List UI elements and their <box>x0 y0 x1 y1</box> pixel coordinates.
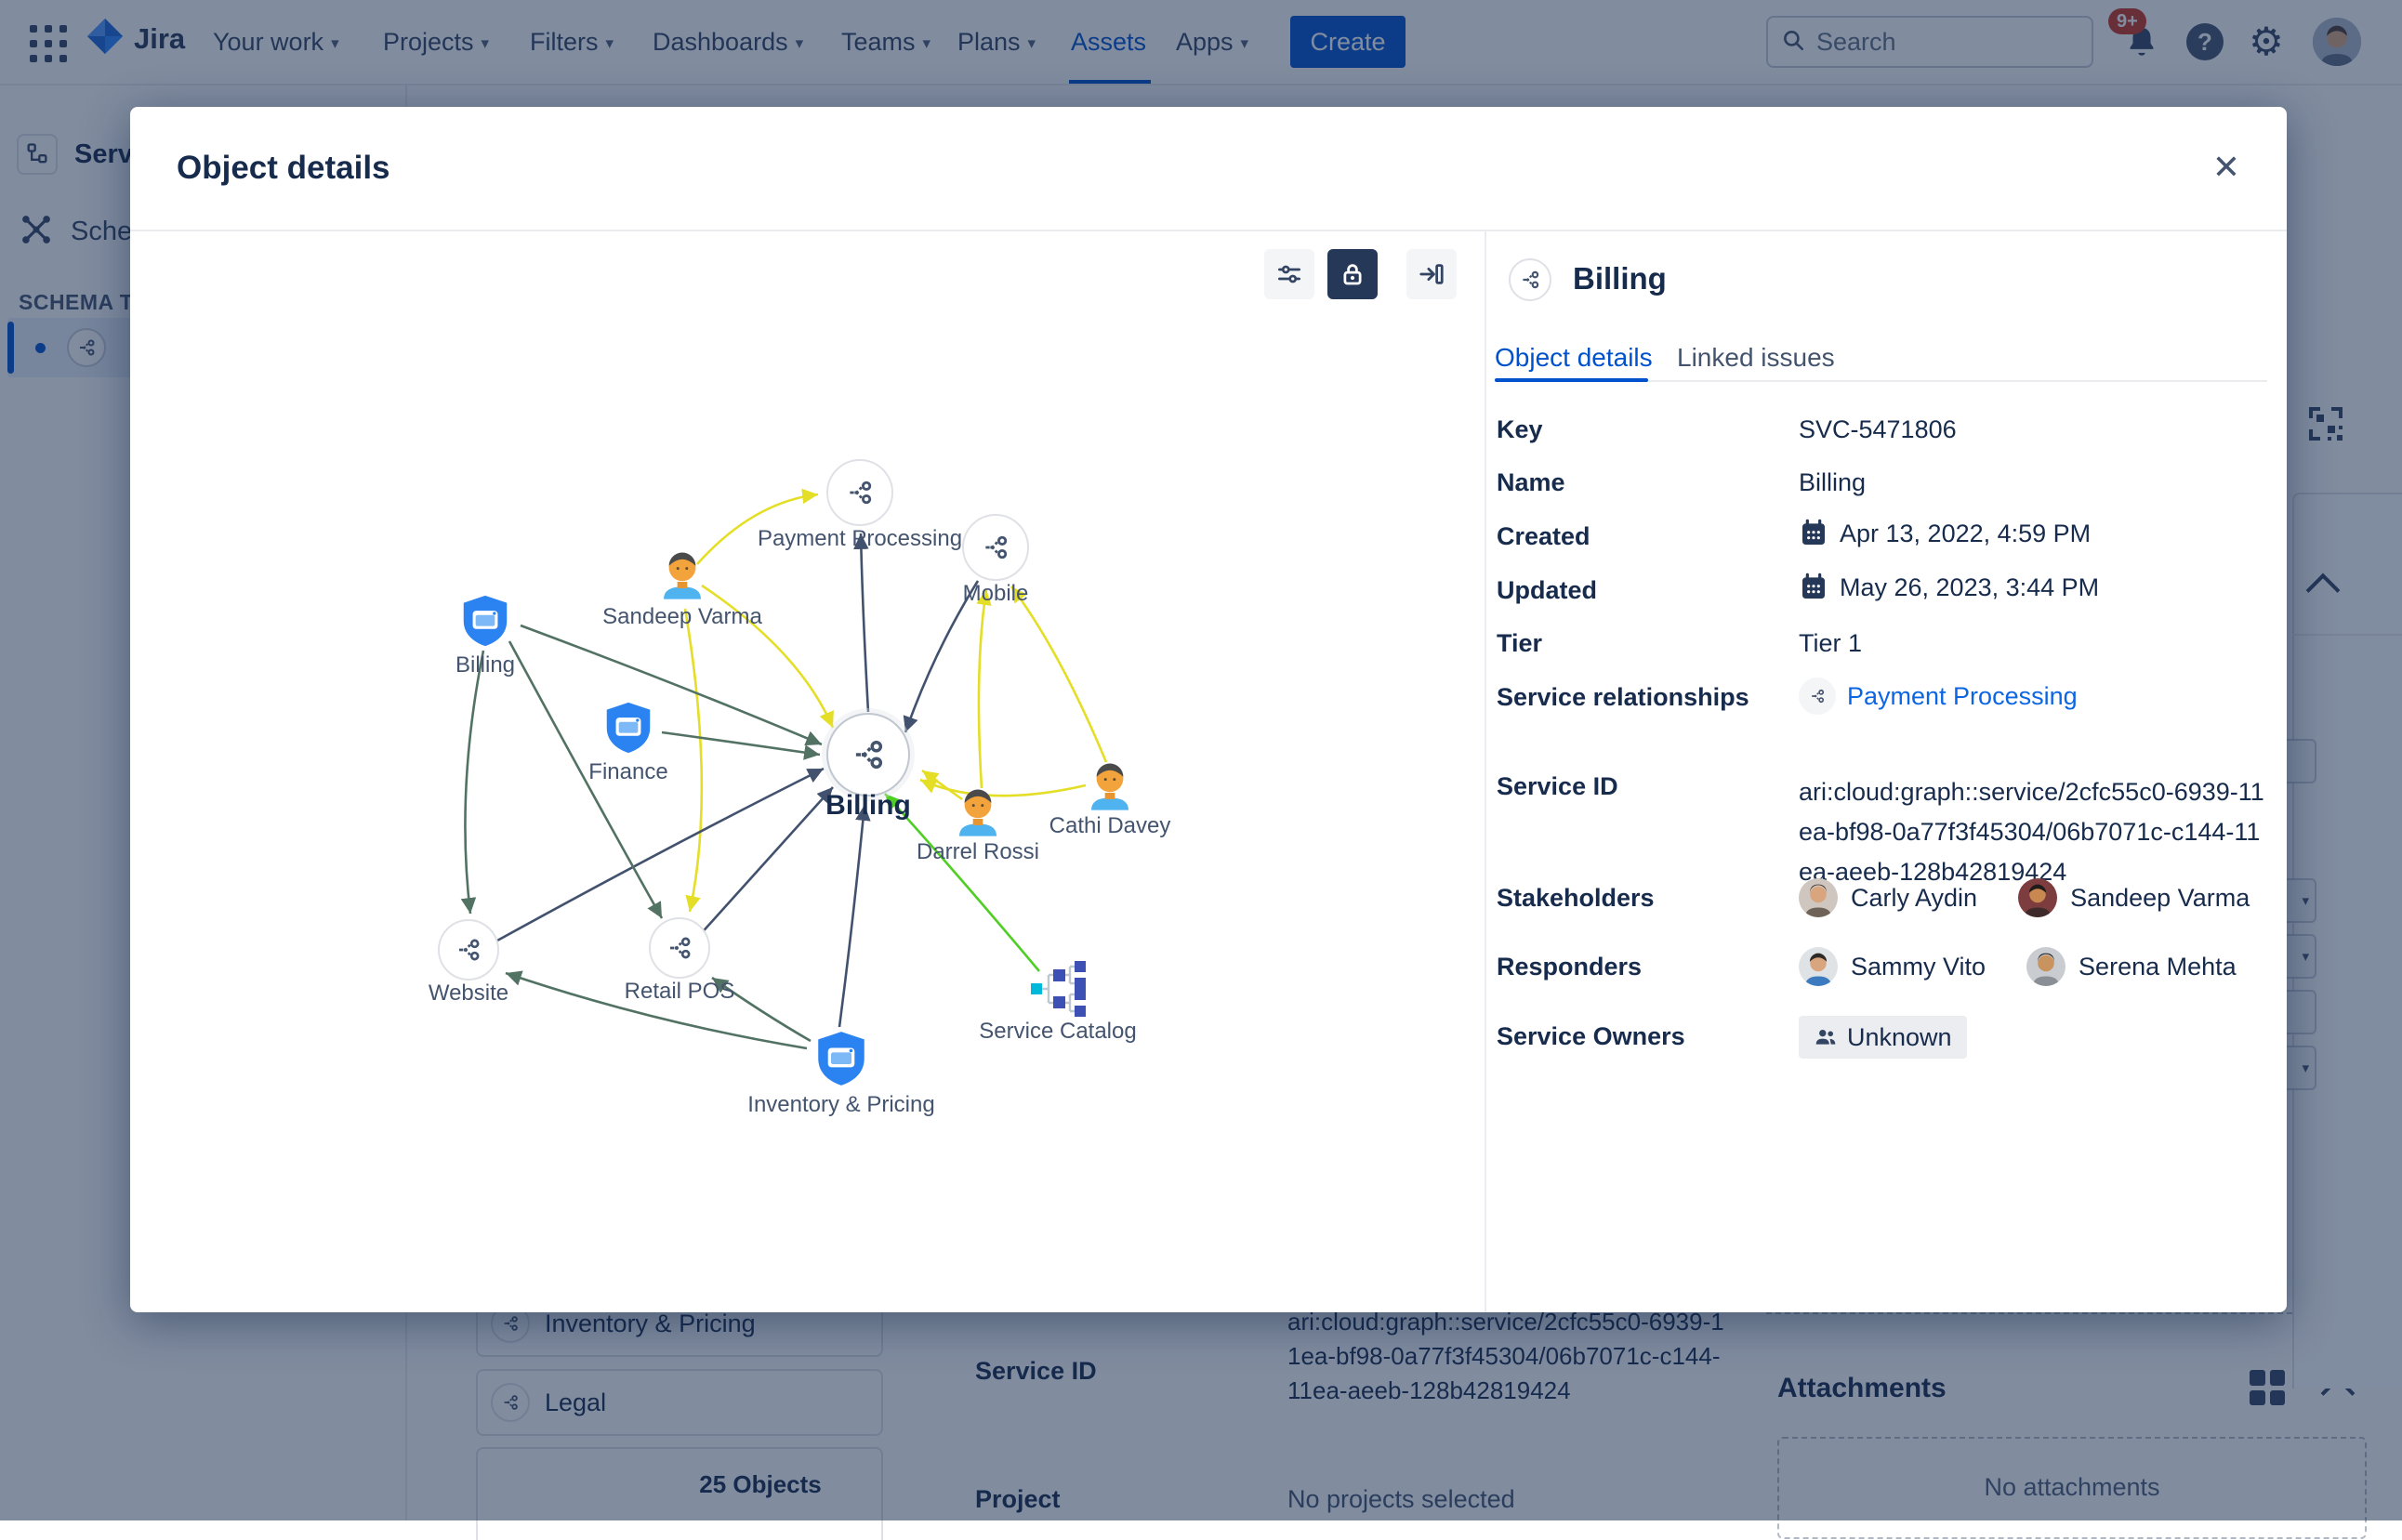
field-value-stakeholders: Carly Aydin Sandeep Varma <box>1799 878 2250 917</box>
sliders-icon <box>1278 265 1300 283</box>
calendar-icon <box>1802 573 1825 599</box>
graph-node-label: Mobile <box>962 581 1029 606</box>
tabs-divider <box>1495 380 2267 382</box>
graph-node-label: Billing <box>825 790 911 821</box>
field-value-name: Billing <box>1799 468 1867 496</box>
field-value-updated: May 26, 2023, 3:44 PM <box>1799 573 2099 602</box>
field-value-tier: Tier 1 <box>1799 629 1863 657</box>
field-label-tier: Tier <box>1497 629 1543 657</box>
field-label-service-id: Service ID <box>1497 772 1618 800</box>
graph-node-label: Finance <box>588 759 668 784</box>
avatar <box>2026 947 2066 986</box>
graph-node-label: Website <box>428 981 509 1006</box>
catalog-tree-icon <box>1028 959 1088 1019</box>
person-icon <box>948 782 1008 841</box>
field-value-responders: Sammy Vito Serena Mehta <box>1799 947 2237 986</box>
tab-object-details[interactable]: Object details <box>1495 343 1653 372</box>
payment-processing-link[interactable]: Payment Processing <box>1847 681 2078 710</box>
graph-node-label: Sandeep Varma <box>602 604 762 629</box>
field-label-name: Name <box>1497 468 1565 496</box>
calendar-icon <box>1802 519 1825 545</box>
people-icon <box>1815 1029 1836 1045</box>
shield-icon <box>600 699 657 757</box>
field-label-responders: Responders <box>1497 953 1643 981</box>
service-node-icon <box>649 917 710 979</box>
person-icon <box>653 545 712 604</box>
close-icon[interactable]: ✕ <box>2211 148 2241 186</box>
active-tab-underline <box>1495 378 1648 382</box>
field-label-service-owners: Service Owners <box>1497 1022 1685 1050</box>
graph-filter-button[interactable] <box>1264 249 1314 299</box>
relationship-edges <box>460 488 1108 1050</box>
graph-collapse-panel-button[interactable] <box>1406 249 1457 299</box>
graph-lock-button[interactable] <box>1327 249 1378 299</box>
responder-chip[interactable]: Sammy Vito <box>1799 947 1986 986</box>
graph-node-label: Inventory & Pricing <box>747 1092 935 1117</box>
field-label-updated: Updated <box>1497 576 1597 604</box>
stakeholder-chip[interactable]: Carly Aydin <box>1799 878 1977 917</box>
field-value-relationships: Payment Processing <box>1799 678 2078 715</box>
graph-node-label: Payment Processing <box>757 526 963 551</box>
graph-panel-divider <box>1485 230 1486 1312</box>
shield-icon <box>811 1028 872 1089</box>
field-label-stakeholders: Stakeholders <box>1497 884 1655 912</box>
person-icon <box>1080 756 1140 815</box>
field-value-service-id: ari:cloud:graph::service/2cfc55c0-6939-1… <box>1799 778 2264 886</box>
service-node-icon <box>962 514 1029 581</box>
field-label-created: Created <box>1497 522 1590 550</box>
object-type-icon <box>1509 258 1551 301</box>
tab-linked-issues[interactable]: Linked issues <box>1677 343 1835 372</box>
object-details-modal: Object details ✕ <box>130 107 2287 1312</box>
graph-node-label: Billing <box>455 652 516 678</box>
modal-header-divider <box>130 230 2287 231</box>
owner-unknown-chip[interactable]: Unknown <box>1799 1016 1967 1059</box>
avatar <box>2018 878 2058 917</box>
graph-node-label: Retail POS <box>624 979 735 1004</box>
panel-title: Billing <box>1573 261 1667 296</box>
field-value-key: SVC-5471806 <box>1799 415 1957 443</box>
field-value-created: Apr 13, 2022, 4:59 PM <box>1799 519 2091 548</box>
field-label-relationships: Service relationships <box>1497 683 1749 711</box>
shield-icon <box>456 592 514 650</box>
service-node-icon <box>438 919 499 981</box>
graph-node-label: Service Catalog <box>979 1019 1137 1044</box>
stakeholder-chip[interactable]: Sandeep Varma <box>2018 878 2250 917</box>
service-node-icon <box>826 713 910 796</box>
responder-chip[interactable]: Serena Mehta <box>2026 947 2237 986</box>
avatar <box>1799 878 1838 917</box>
field-value-service-owners: Unknown <box>1799 1016 1967 1059</box>
graph-node-label: Cathi Davey <box>1049 813 1171 838</box>
share-icon <box>1799 678 1836 715</box>
modal-title: Object details <box>177 150 390 186</box>
field-label-key: Key <box>1497 415 1543 443</box>
avatar <box>1799 947 1838 986</box>
panel-right-icon <box>1419 264 1444 284</box>
service-node-icon <box>826 459 893 526</box>
graph-node-label: Darrel Rossi <box>916 839 1040 864</box>
lock-icon <box>1343 264 1362 285</box>
